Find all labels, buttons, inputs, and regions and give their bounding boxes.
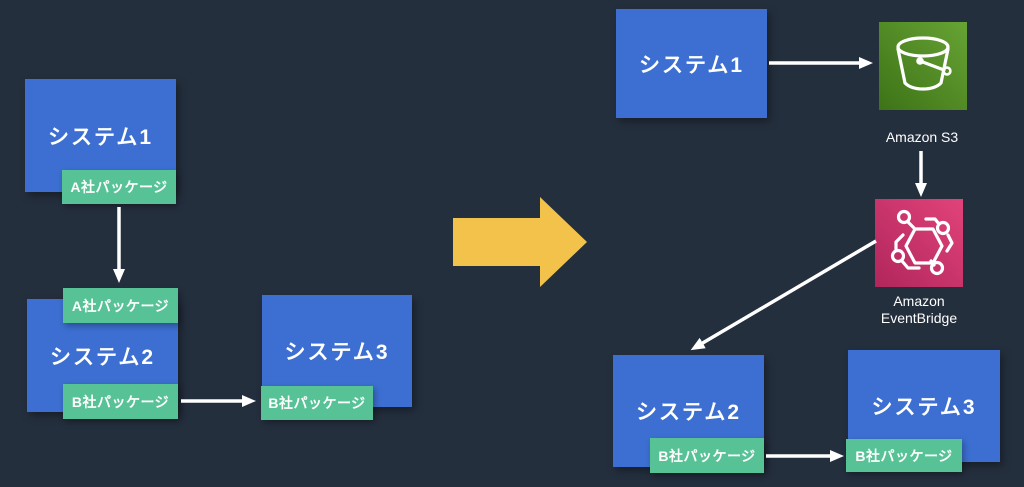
before-system3-label: システム3 [284,341,390,364]
arrow-after-eventbridge-to-sys2 [690,239,877,351]
transform-arrow-icon [453,197,587,287]
after-system2-package-label: B社パッケージ [658,447,756,464]
before-system2-package-bottom-badge: B社パッケージ [63,384,178,419]
after-system2-package-badge: B社パッケージ [650,438,764,473]
eventbridge-label-line2: EventBridge [880,310,958,326]
eventbridge-label: Amazon EventBridge [855,293,983,327]
after-system1-label: システム1 [638,53,745,77]
before-system1-package-label: A社パッケージ [70,179,168,195]
eventbridge-icon [875,199,963,287]
before-system2-label: システム2 [49,345,156,369]
after-system3-package-badge: B社パッケージ [846,439,962,472]
before-system3-package-badge: B社パッケージ [261,386,373,420]
eventbridge-label-line1: Amazon [893,293,945,309]
after-system3-label: システム3 [871,396,977,419]
before-system2-package-top-label: A社パッケージ [71,297,170,314]
s3-label: Amazon S3 [885,129,959,145]
before-system2-package-bottom-label: B社パッケージ [71,393,170,410]
after-system3-package-label: B社パッケージ [855,447,953,464]
before-system3-package-label: B社パッケージ [268,395,366,411]
before-system1-label: システム1 [47,125,154,149]
before-system1-package-badge: A社パッケージ [62,170,176,204]
before-system2-package-top-badge: A社パッケージ [63,288,178,323]
s3-bucket-icon [879,22,967,110]
after-system1-box: システム1 [616,9,767,118]
after-system2-label: システム2 [635,401,742,424]
